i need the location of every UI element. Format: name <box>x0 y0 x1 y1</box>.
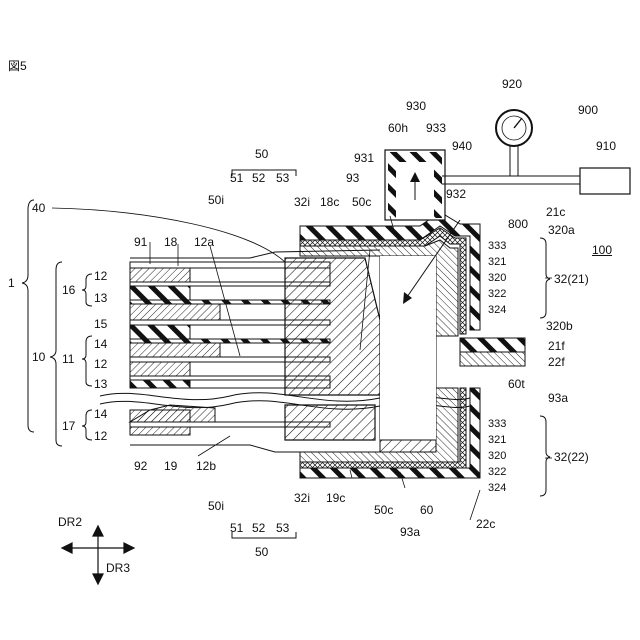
label-910: 910 <box>596 140 616 152</box>
label-900: 900 <box>578 104 598 116</box>
label-50i-bot: 50i <box>208 500 224 512</box>
label-320b: 320b <box>546 320 573 332</box>
flange-22f <box>460 352 525 366</box>
label-324-bot: 324 <box>488 482 506 494</box>
label-19: 19 <box>164 460 177 472</box>
label-60: 60 <box>420 504 433 516</box>
label-333-top: 333 <box>488 240 506 252</box>
label-52-bot: 52 <box>252 522 265 534</box>
pump-910 <box>580 168 630 194</box>
label-17: 17 <box>62 420 75 432</box>
seal-block-93 <box>285 258 380 395</box>
label-dr2: DR2 <box>58 516 82 528</box>
label-50c-top: 50c <box>352 196 371 208</box>
label-22c: 22c <box>476 518 495 530</box>
label-32i-bot: 32i <box>294 492 310 504</box>
label-12-c: 12 <box>94 430 107 442</box>
label-12-b: 12 <box>94 358 107 370</box>
label-321-bot: 321 <box>488 434 506 446</box>
label-32i-top: 32i <box>294 196 310 208</box>
label-21f: 21f <box>548 340 565 352</box>
label-920: 920 <box>502 78 522 90</box>
figure-title: 図5 <box>8 60 27 72</box>
label-51-bot: 51 <box>230 522 243 534</box>
label-21c: 21c <box>546 206 565 218</box>
label-14-b: 14 <box>94 408 107 420</box>
label-91: 91 <box>134 236 147 248</box>
label-320-top: 320 <box>488 272 506 284</box>
label-dr3: DR3 <box>106 562 130 574</box>
plug-60 <box>380 440 436 452</box>
label-50-top: 50 <box>255 148 268 160</box>
direction-arrows <box>62 526 134 584</box>
label-93a-right: 93a <box>548 392 568 404</box>
label-321-top: 321 <box>488 256 506 268</box>
label-11: 11 <box>62 353 74 365</box>
label-19c: 19c <box>326 492 345 504</box>
label-10: 10 <box>32 351 45 363</box>
label-932: 932 <box>446 188 466 200</box>
label-18c: 18c <box>320 196 339 208</box>
label-51-top: 51 <box>230 172 243 184</box>
label-92: 92 <box>134 460 147 472</box>
label-931: 931 <box>354 152 374 164</box>
label-933: 933 <box>426 122 446 134</box>
label-18: 18 <box>164 236 177 248</box>
label-93a-bot: 93a <box>400 526 420 538</box>
label-324-top: 324 <box>488 304 506 316</box>
strip-19 <box>130 445 380 452</box>
label-100: 100 <box>592 244 612 256</box>
label-60t: 60t <box>508 378 525 390</box>
brace-10 <box>50 262 62 446</box>
label-322-top: 322 <box>488 288 506 300</box>
label-333-bot: 333 <box>488 418 506 430</box>
label-53-bot: 53 <box>276 522 289 534</box>
brace-11 <box>82 336 92 386</box>
label-800: 800 <box>508 218 528 230</box>
label-13-b: 13 <box>94 378 107 390</box>
label-12-a: 12 <box>94 270 107 282</box>
label-12b: 12b <box>196 460 216 472</box>
label-16: 16 <box>62 284 75 296</box>
label-50c-bot: 50c <box>374 504 393 516</box>
label-14-a: 14 <box>94 338 107 350</box>
pipe-940 <box>442 176 580 184</box>
label-50-bot: 50 <box>255 546 268 558</box>
flange-21f <box>460 338 525 352</box>
label-930: 930 <box>406 100 426 112</box>
label-52-top: 52 <box>252 172 265 184</box>
label-12a: 12a <box>194 236 214 248</box>
brace-16 <box>82 274 92 306</box>
label-940: 940 <box>452 140 472 152</box>
label-320a: 320a <box>548 224 575 236</box>
brace-1 <box>22 200 34 432</box>
label-32-21: 32(21) <box>554 273 589 285</box>
label-320-bot: 320 <box>488 450 506 462</box>
label-322-bot: 322 <box>488 466 506 478</box>
label-1: 1 <box>8 277 15 289</box>
label-93-top: 93 <box>346 172 359 184</box>
label-22f: 22f <box>548 356 565 368</box>
label-53-top: 53 <box>276 172 289 184</box>
label-50i-top: 50i <box>208 194 224 206</box>
label-13-a: 13 <box>94 292 107 304</box>
label-40: 40 <box>32 202 45 214</box>
label-15: 15 <box>94 318 107 330</box>
label-60h: 60h <box>388 122 408 134</box>
label-32-22: 32(22) <box>554 451 589 463</box>
brace-17 <box>82 410 92 440</box>
